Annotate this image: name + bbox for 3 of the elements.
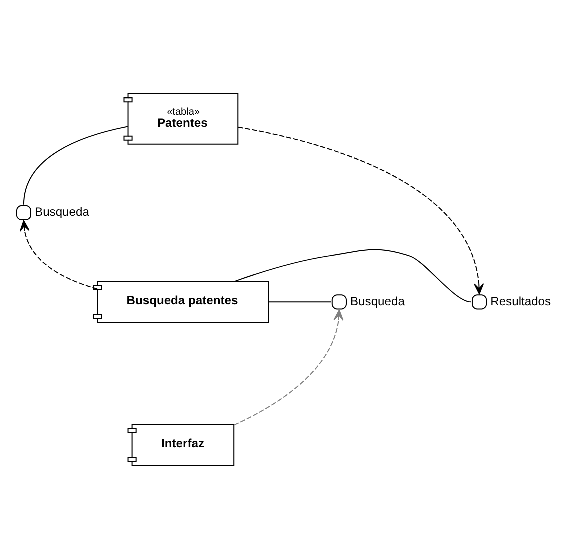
node-label: Resultados bbox=[490, 294, 552, 308]
node-label: Busqueda bbox=[350, 294, 405, 308]
node-label: Busqueda bbox=[35, 205, 90, 220]
